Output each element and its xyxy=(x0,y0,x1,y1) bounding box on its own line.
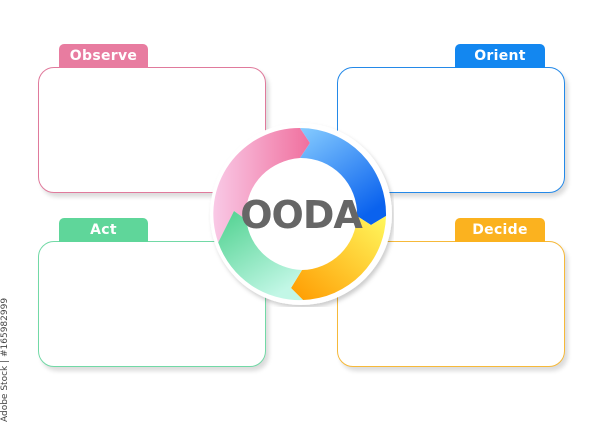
act-tab: Act xyxy=(59,218,148,242)
ooda-center-label: OODA xyxy=(240,193,363,237)
ooda-cycle: OODA xyxy=(210,123,392,305)
observe-tab: Observe xyxy=(59,44,148,68)
observe-segment xyxy=(213,127,310,243)
act-segment xyxy=(218,211,303,301)
stock-credit: Adobe Stock | #165982999 xyxy=(0,297,10,422)
orient-tab: Orient xyxy=(455,44,545,68)
decide-segment xyxy=(291,216,386,300)
decide-tab: Decide xyxy=(455,218,545,242)
orient-segment xyxy=(300,128,387,225)
